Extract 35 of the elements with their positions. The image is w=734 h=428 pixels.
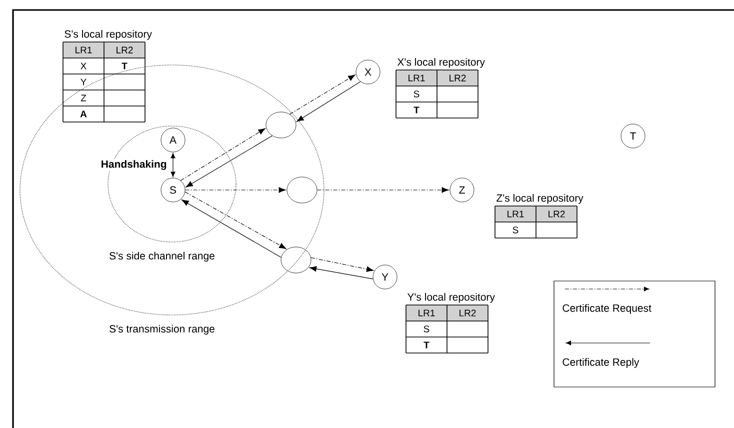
node-label: S <box>512 226 518 234</box>
node-label: Z's local repository <box>496 194 584 204</box>
legend-text: Certificate Request <box>562 304 652 314</box>
node-label: S's local repository <box>64 30 152 40</box>
arrow <box>310 257 374 272</box>
node-label: T <box>414 106 420 114</box>
node-label: Y <box>80 78 86 86</box>
edge-label: Handshaking <box>100 159 168 171</box>
repository-table: X's local repository LR1 LR2 S T <box>396 58 485 118</box>
arrow <box>184 187 286 193</box>
node-label: Y's local repository <box>407 293 495 303</box>
node-label: S's transmission range <box>110 324 214 335</box>
arrow <box>182 200 282 258</box>
arrow <box>289 74 356 114</box>
node-label: Z <box>80 94 86 102</box>
arrow <box>309 266 374 280</box>
arrow <box>316 187 449 193</box>
arrow <box>184 192 286 250</box>
repository-table: S's local repository LR1 LR2 X T Y Z A <box>62 30 152 122</box>
node-label: T <box>424 342 430 348</box>
node-label: X's local repository <box>397 58 485 68</box>
arrow <box>186 135 273 188</box>
node-label: S <box>424 326 430 332</box>
node-label: X <box>80 62 86 70</box>
arrow <box>296 81 361 122</box>
node-label: S <box>414 90 420 98</box>
repository-table: Y's local repository LR1 LR2 S T <box>406 293 495 354</box>
node-label: S's side channel range <box>110 252 214 262</box>
repository-table: Z's local repository LR1 LR2 S <box>494 194 584 238</box>
node-label: T <box>122 62 128 70</box>
relay-circle <box>286 176 318 204</box>
node-label: A <box>80 110 87 118</box>
arrow <box>180 128 266 181</box>
arrow <box>170 153 176 177</box>
legend-text: Certificate Reply <box>562 358 640 368</box>
